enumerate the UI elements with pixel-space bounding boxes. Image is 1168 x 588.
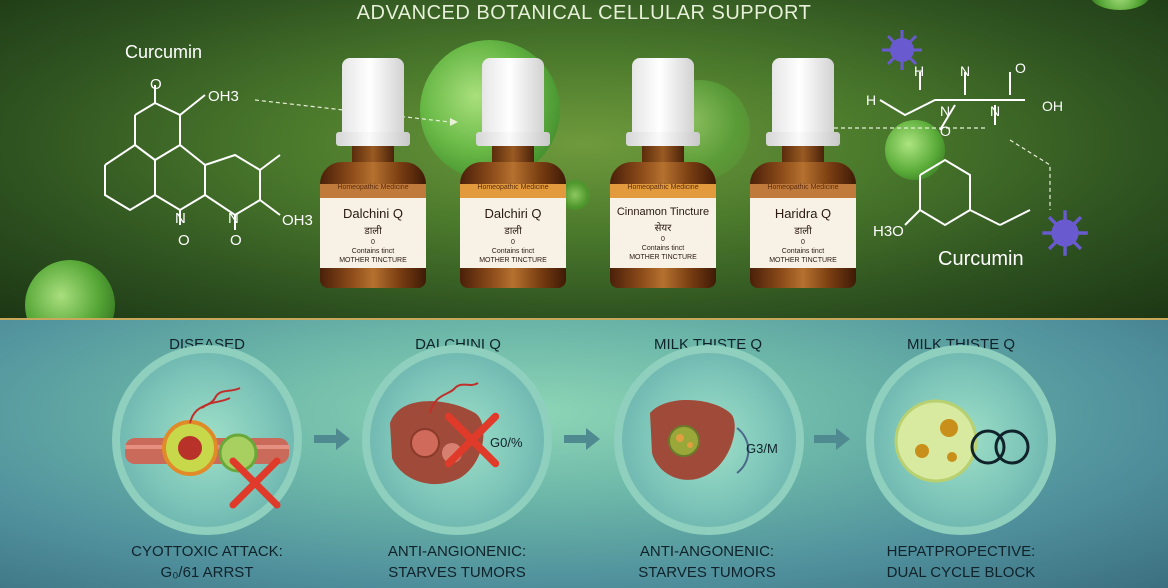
step-circle-milk-thistle: G3/M: [614, 345, 804, 535]
bottle-label: Homeopathic Medicine Haridra Q डाली 0 Co…: [750, 184, 856, 268]
label-hindi: सेयर: [654, 223, 672, 234]
cell-cycle-badge: G3/M: [746, 441, 778, 456]
bottle-neck: [782, 146, 824, 166]
atom-label: N: [990, 103, 1001, 119]
bottle-cap: [342, 58, 404, 138]
bottle-dalchiri: Homeopathic Medicine Dalchiri Q डाली 0 C…: [458, 58, 568, 288]
bottle-cap-ring: [626, 132, 700, 146]
label-band: Homeopathic Medicine: [460, 184, 566, 198]
label-band: Homeopathic Medicine: [320, 184, 426, 198]
label-mark: 0: [371, 239, 375, 246]
cross-icon: [444, 412, 500, 468]
step-caption: G₀/61 ARRST: [160, 564, 254, 581]
label-hindi: डाली: [794, 226, 812, 237]
step-circle-hepatoprotective: [866, 345, 1056, 535]
label-name: Cinnamon Tincture: [616, 206, 710, 218]
label-hindi: डाली: [504, 226, 522, 237]
arrow-right-icon: [814, 428, 850, 450]
atom-label: O: [178, 232, 190, 249]
step-circle-diseased: [112, 345, 302, 535]
tumor-cell-icon: [125, 387, 289, 476]
curcumin-structure-left: [104, 85, 281, 230]
bottle-label: Homeopathic Medicine Cinnamon Tincture स…: [610, 184, 716, 268]
step-caption: STARVES TUMORS: [388, 564, 526, 581]
atom-label: N: [228, 210, 239, 227]
step-caption: HEPATPROPECTIVE:: [886, 543, 1036, 560]
page-title: ADVANCED BOTANICAL CELLULAR SUPPORT: [356, 2, 812, 24]
step-caption: ANTI-ANGONENIC:: [639, 543, 775, 560]
bottle-label: Homeopathic Medicine Dalchiri Q डाली 0 C…: [460, 184, 566, 268]
bottle-cinnamon: Homeopathic Medicine Cinnamon Tincture स…: [608, 58, 718, 288]
label-desc: Contains tinct: [351, 248, 395, 255]
bottle-neck: [352, 146, 394, 166]
bottle-dalchini: Homeopathic Medicine Dalchini Q डाली 0 C…: [318, 58, 428, 288]
bottle-cap: [772, 58, 834, 138]
bottle-neck: [642, 146, 684, 166]
label-name: Haridra Q: [774, 206, 832, 221]
bottle-cap-ring: [766, 132, 840, 146]
step-caption: CYOTTOXIC ATTACK:: [131, 543, 283, 560]
arrow-right-icon: [314, 428, 350, 450]
top-panel: ADVANCED BOTANICAL CELLULAR SUPPORT Curc…: [0, 0, 1168, 320]
label-name: Dalchiri Q: [484, 206, 542, 221]
label-foot: MOTHER TINCTURE: [629, 254, 697, 261]
step-circle-dalchini: G0/%: [362, 345, 552, 535]
step-caption: ANTI-ANGIONENIC:: [387, 543, 527, 560]
atom-label: N: [940, 103, 951, 119]
label-desc: Contains tinct: [781, 248, 825, 255]
bottle-cap-ring: [476, 132, 550, 146]
label-mark: 0: [801, 239, 805, 246]
atom-label: OH3: [208, 88, 239, 105]
atom-label: O: [150, 76, 162, 93]
healthy-cell-icon: [894, 399, 1030, 483]
bottle-label: Homeopathic Medicine Dalchini Q डाली 0 C…: [320, 184, 426, 268]
curcumin-label-right: Curcumin: [938, 248, 1024, 270]
bottle-haridra: Homeopathic Medicine Haridra Q डाली 0 Co…: [748, 58, 858, 288]
label-foot: MOTHER TINCTURE: [479, 257, 547, 264]
atom-label: H3O: [873, 223, 904, 240]
atom-label: OH: [1042, 98, 1063, 114]
label-foot: MOTHER TINCTURE: [769, 257, 837, 264]
cross-icon: [229, 457, 281, 509]
atom-label: H: [914, 63, 925, 79]
liver-icon: [650, 400, 750, 480]
cell-cycle-badge: G0/%: [490, 435, 523, 450]
label-hindi: डाली: [364, 226, 382, 237]
bottle-neck: [492, 146, 534, 166]
atom-label: O: [1015, 60, 1026, 76]
cell-bubble: [1090, 0, 1150, 10]
arrow-right-icon: [564, 428, 600, 450]
label-name: Dalchini Q: [343, 206, 403, 221]
bottle-cap: [632, 58, 694, 138]
cell-bubble: [885, 120, 945, 180]
label-band: Homeopathic Medicine: [610, 184, 716, 198]
atom-label: O: [230, 232, 242, 249]
curcumin-structure-right: [879, 72, 1031, 227]
atom-label: OH3: [282, 212, 313, 229]
label-desc: Contains tinct: [491, 248, 535, 255]
label-mark: 0: [511, 239, 515, 246]
bottle-cap: [482, 58, 544, 138]
atom-label: N: [960, 63, 971, 79]
virus-icon: [1042, 210, 1088, 256]
label-foot: MOTHER TINCTURE: [339, 257, 407, 264]
label-band: Homeopathic Medicine: [750, 184, 856, 198]
step-caption: DUAL CYCLE BLOCK: [886, 564, 1036, 581]
atom-label: H: [866, 92, 877, 108]
label-mark: 0: [661, 236, 665, 243]
step-caption: STARVES TUMORS: [638, 564, 776, 581]
curcumin-label-left: Curcumin: [125, 42, 203, 62]
bottle-cap-ring: [336, 132, 410, 146]
virus-icon: [882, 30, 922, 70]
label-desc: Contains tinct: [641, 245, 685, 252]
atom-label: N: [175, 210, 186, 227]
atom-label: O: [940, 123, 951, 139]
